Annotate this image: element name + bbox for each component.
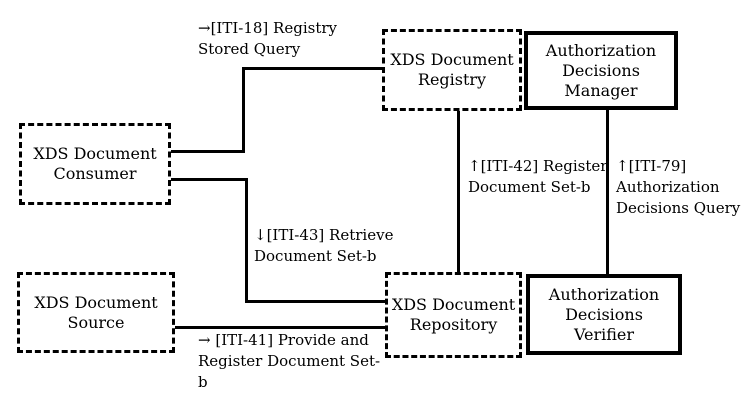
connector-consumer-repository-stub [171, 178, 248, 181]
box-xds-document-consumer: XDS Document Consumer [19, 123, 171, 205]
box-xds-document-consumer-label: XDS Document Consumer [33, 144, 157, 183]
connector-iti43-vertical [245, 178, 248, 303]
box-xds-document-registry: XDS Document Registry [382, 29, 522, 111]
label-iti18-registry-stored-query: →[ITI-18] Registry Stored Query [198, 19, 337, 58]
box-authorization-decisions-verifier: Authorization Decisions Verifier [526, 274, 682, 355]
box-authorization-decisions-verifier-label: Authorization Decisions Verifier [548, 284, 660, 344]
connector-iti42-vertical [457, 111, 460, 272]
label-iti43-retrieve-document-set-b: ↓[ITI-43] Retrieve Document Set-b [254, 226, 394, 265]
box-authorization-decisions-manager-label: Authorization Decisions Manager [545, 40, 657, 100]
label-iti42-register-document-set-b: ↑[ITI-42] Register Document Set-b [468, 157, 608, 196]
box-xds-document-registry-label: XDS Document Registry [390, 50, 514, 89]
connector-iti18-vertical [242, 67, 245, 153]
connector-iti18-horizontal [242, 67, 382, 70]
connector-consumer-registry-stub [171, 150, 245, 153]
box-xds-document-repository: XDS Document Repository [385, 272, 522, 358]
connector-iti43-horizontal [245, 300, 385, 303]
box-xds-document-repository-label: XDS Document Repository [391, 295, 516, 334]
box-xds-document-source: XDS Document Source [17, 272, 175, 353]
label-iti41-provide-and-register-document-set-b: → [ITI-41] Provide and Register Document… [198, 331, 381, 391]
connector-iti41-horizontal [174, 326, 385, 329]
label-iti79-authorization-decisions-query: ↑[ITI-79] Authorization Decisions Query [616, 157, 741, 217]
connector-iti79-vertical [606, 110, 609, 274]
box-xds-document-source-label: XDS Document Source [34, 292, 158, 332]
box-authorization-decisions-manager: Authorization Decisions Manager [524, 31, 678, 110]
